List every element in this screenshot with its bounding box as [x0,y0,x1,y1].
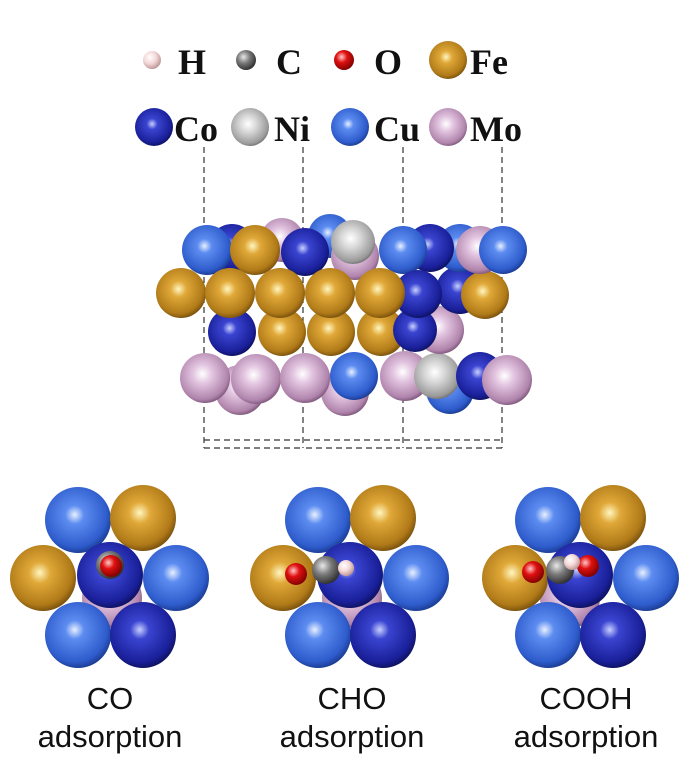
legend-label-cu: Cu [374,109,421,149]
legend-label-h: H [178,42,207,82]
alloy-slab-side-view [156,214,532,416]
caption-cho: CHO adsorption [252,680,452,756]
caption-cho-line1: CHO [317,681,387,716]
legend-label-fe: Fe [470,42,508,82]
molybdenum-swatch-icon [429,108,467,146]
legend-label-ni: Ni [274,109,310,149]
caption-co-line1: CO [86,681,134,716]
legend-label-c: C [276,42,302,82]
cobalt-swatch-icon [135,108,173,146]
caption-cho-line2: adsorption [279,719,425,754]
iron-swatch-icon [429,41,467,79]
caption-cooh-line2: adsorption [513,719,659,754]
top-view-cho [250,485,449,668]
legend-label-o: O [374,42,403,82]
legend-row-2: Co Ni Cu Mo [0,105,690,153]
carbon-swatch-icon [236,50,256,70]
top-view-co [10,485,209,668]
legend-row-1: H C O Fe [0,38,690,86]
caption-cooh: COOH adsorption [486,680,686,756]
caption-co: CO adsorption [10,680,210,756]
oxygen-swatch-icon [334,50,354,70]
caption-cooh-line1: COOH [539,681,633,716]
legend-label-co: Co [174,109,218,149]
nickel-swatch-icon [231,108,269,146]
hydrogen-swatch-icon [143,51,161,69]
copper-swatch-icon [331,108,369,146]
caption-co-line2: adsorption [37,719,183,754]
legend-label-mo: Mo [470,109,522,149]
top-view-cooh [482,485,679,668]
